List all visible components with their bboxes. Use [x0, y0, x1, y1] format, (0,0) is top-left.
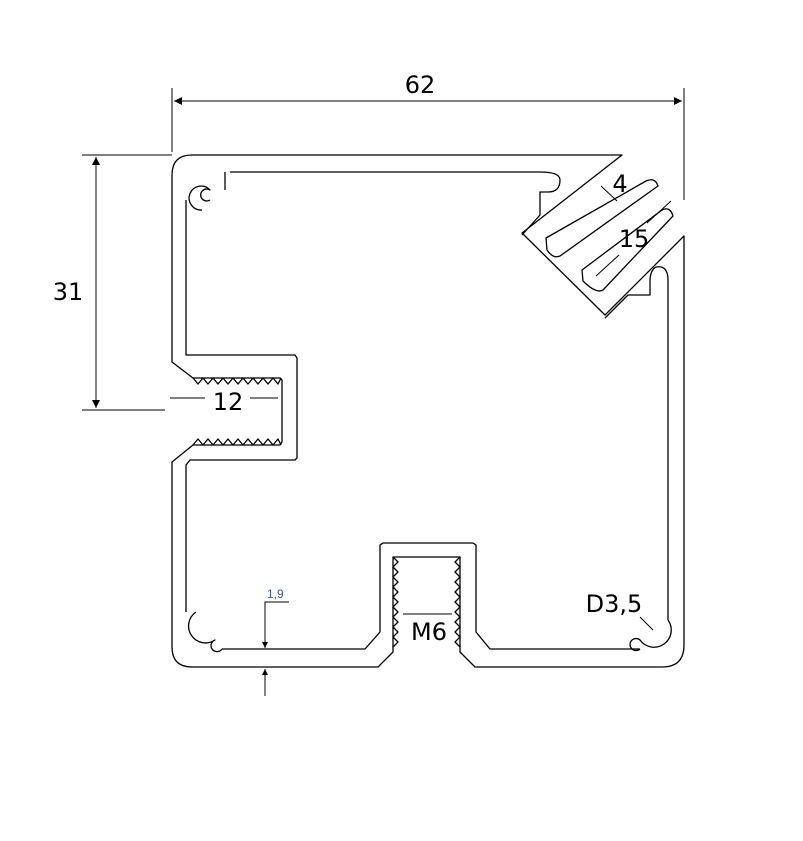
dim-groove-depth-line-upper	[646, 200, 672, 224]
dim-slot-label: 12	[213, 388, 244, 416]
groove-slot-1	[545, 179, 659, 258]
groove-slot-2	[581, 208, 674, 292]
dim-height-label: 31	[53, 278, 84, 306]
profile-outer-contour	[171, 154, 685, 668]
dim-wall-leader	[264, 601, 289, 646]
dim-hole-label: D3,5	[586, 590, 643, 618]
dim-hole-leader	[639, 616, 654, 631]
dim-wall-label: 1,9	[267, 587, 284, 601]
dim-thread-label: M6	[411, 618, 447, 646]
m6-thread-left	[392, 556, 399, 648]
slot-thread-top	[192, 377, 282, 385]
screw-hole-bottom-left	[187, 611, 223, 653]
m6-thread-right	[454, 556, 461, 648]
dim-groove-width-line	[600, 185, 618, 202]
dim-width-label: 62	[405, 71, 436, 99]
profile-inner-cavity	[185, 171, 669, 650]
screw-hole-bottom-right	[629, 619, 672, 652]
screw-hole-top-left	[188, 185, 211, 211]
slot-thread-bottom	[192, 438, 282, 446]
dim-groove-width-label: 4	[612, 170, 627, 198]
dim-groove-depth-line-lower	[595, 254, 620, 277]
dim-groove-depth-label: 15	[619, 225, 650, 253]
